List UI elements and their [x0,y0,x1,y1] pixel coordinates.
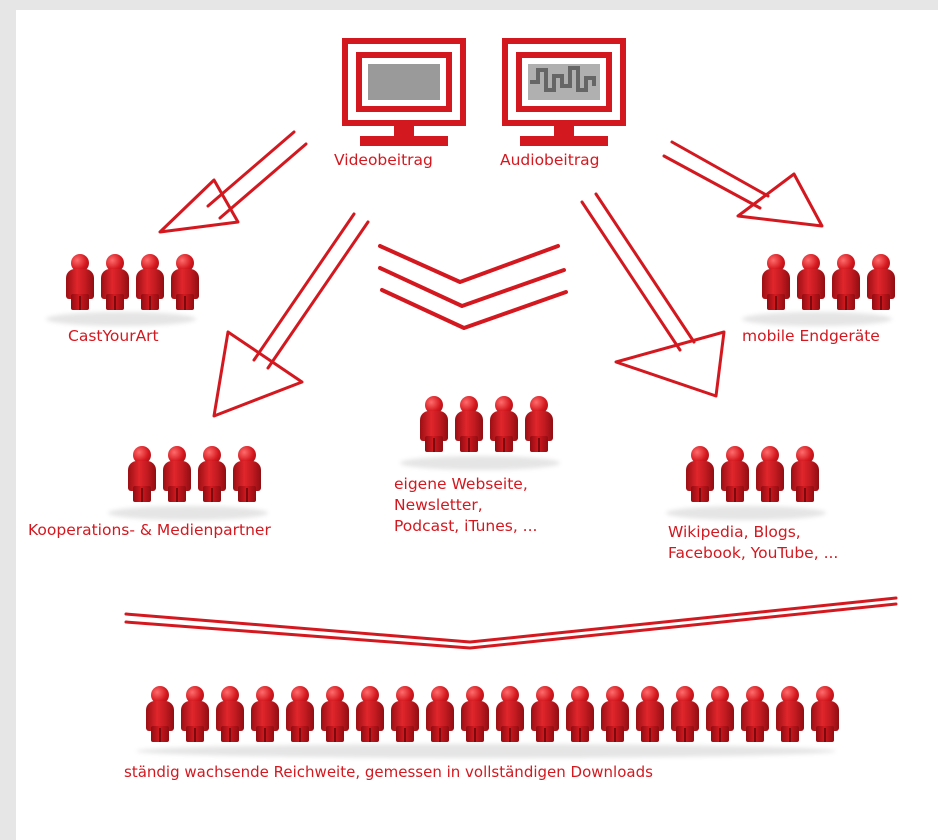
arrow-icon [158,130,308,234]
person-icon [830,254,862,310]
person-icon [418,396,450,452]
crowd-own-channels [418,396,558,452]
person-icon [494,686,526,742]
person-icon [760,254,792,310]
result-label: ständig wachsende Reichweite, gemessen i… [124,763,653,781]
video-label: Videobeitrag [334,151,433,169]
person-icon [389,686,421,742]
person-icon [169,254,201,310]
crowd-mobile [760,254,900,310]
person-icon [144,686,176,742]
person-icon [249,686,281,742]
person-icon [529,686,561,742]
arrow-icon [378,244,568,330]
person-icon [704,686,736,742]
person-icon [599,686,631,742]
crowd-result [144,686,844,742]
person-icon [214,686,246,742]
person-icon [424,686,456,742]
person-icon [99,254,131,310]
person-icon [453,396,485,452]
arrow-icon [580,192,726,398]
person-icon [669,686,701,742]
person-icon [284,686,316,742]
person-icon [161,446,193,502]
person-icon [319,686,351,742]
monitor-video-icon [342,38,466,146]
audio-label: Audiobeitrag [500,151,600,169]
person-icon [719,446,751,502]
diagram-artwork [124,38,898,650]
person-icon [865,254,897,310]
crowd-social [684,446,824,502]
person-icon [795,254,827,310]
person-icon [126,446,158,502]
crowd-castyourart [64,254,204,310]
partners-label: Kooperations- & Medienpartner [28,521,271,539]
person-icon [809,686,841,742]
diagram-canvas: Videobeitrag Audiobeitrag CastYourArt mo… [16,10,938,840]
person-icon [754,446,786,502]
person-icon [488,396,520,452]
monitor-audio-icon [502,38,626,146]
social-label: Wikipedia, Blogs, Facebook, YouTube, ... [668,523,839,562]
person-icon [196,446,228,502]
person-icon [789,446,821,502]
person-icon [523,396,555,452]
arrow-icon [212,212,370,418]
person-icon [179,686,211,742]
person-icon [564,686,596,742]
person-icon [739,686,771,742]
person-icon [64,254,96,310]
person-icon [231,446,263,502]
person-icon [774,686,806,742]
arrow-icon [662,140,824,228]
person-icon [634,686,666,742]
own-channels-label: eigene Webseite, Newsletter, Podcast, iT… [394,475,538,535]
crowd-partners [126,446,266,502]
merge-line [124,596,898,650]
person-icon [459,686,491,742]
castyourart-label: CastYourArt [68,327,159,345]
mobile-label: mobile Endgeräte [742,327,880,345]
person-icon [134,254,166,310]
person-icon [684,446,716,502]
person-icon [354,686,386,742]
